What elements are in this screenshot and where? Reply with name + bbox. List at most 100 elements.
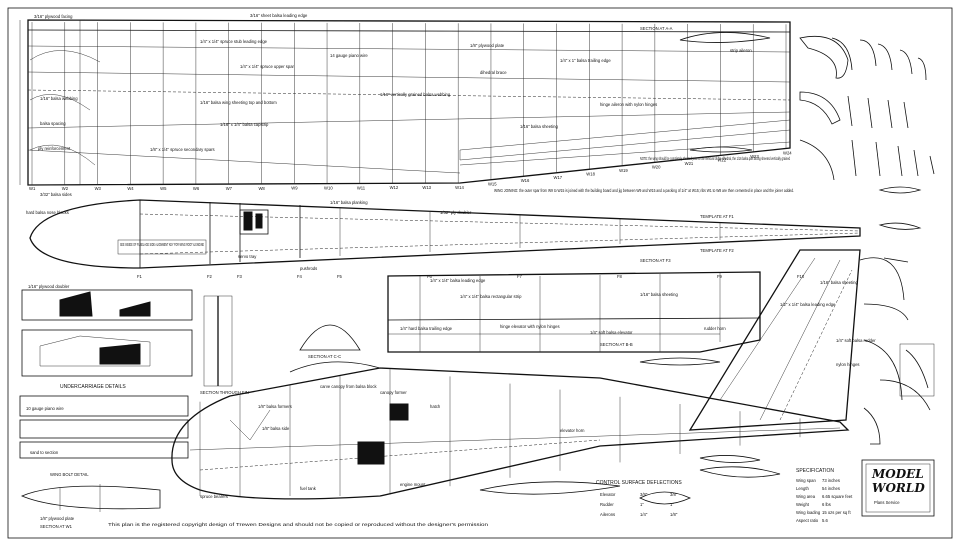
logo-line1: MODEL — [871, 467, 924, 481]
wing-rib-label: W15 — [488, 182, 497, 187]
former-label: F3 — [237, 274, 243, 279]
label-wing-bolt: WING BOLT DETAIL — [50, 472, 89, 477]
airfoil-section-small — [689, 146, 753, 153]
spec-row-1-key: Length — [796, 486, 809, 491]
plan-border — [7, 7, 953, 539]
label-planking: 1/16" balsa planking — [330, 200, 368, 205]
fuselage-side-view: 1/8" balsa formers 1/8" balsa side hatch… — [171, 361, 850, 500]
spec-title: SPECIFICATION — [796, 468, 834, 474]
left-details: 1/16" plywood doubler UNDERCARRIAGE DETA… — [19, 284, 361, 529]
deflection-row-0-up: 3/8" — [640, 492, 648, 497]
deflection-row-2-up: 1/4" — [640, 512, 648, 517]
deflection-row-2-surface: Ailerons — [600, 512, 615, 517]
label-section-fin: SECTION THROUGH FIN — [200, 390, 249, 395]
label-template-fus: TEMPLATE AT F1 — [700, 214, 734, 219]
label-spruce-bearers: spruce bearers — [200, 494, 228, 499]
former-label: F7 — [517, 274, 523, 279]
copyright-line: This plan is the registered copyright de… — [108, 522, 489, 527]
label-ply-plate: 1/8" plywood plate — [40, 516, 75, 521]
wing-rib-label: W20 — [652, 164, 661, 169]
label-plywood-plate: 1/8" plywood plate — [470, 43, 505, 48]
label-ply-reinforcement: ply reinforcement — [38, 146, 71, 151]
deflection-title: CONTROL SURFACE DEFLECTIONS — [596, 480, 682, 486]
label-sheet-leading-edge: 3/16" sheet balsa leading edge — [250, 13, 308, 18]
label-tail-sheeting: 1/16" balsa sheeting — [640, 292, 678, 297]
label-vertical-webbing: 1/16" vertically grained balsa webbing — [380, 92, 451, 97]
label-secondary-spars: 1/8" x 1/4" spruce secondary spars — [150, 147, 215, 152]
label-canopy-note: carve canopy from balsa block — [320, 384, 377, 389]
label-canopy: canopy former — [380, 390, 407, 395]
templates-column: TEMPLATE AT F1 TEMPLATE AT F2 SECTION AT… — [640, 35, 935, 445]
former-label: F6 — [427, 274, 433, 279]
fuselage-side-formers — [199, 369, 801, 496]
label-upper-spar: 1/4" x 1/4" spruce upper spar — [240, 64, 295, 69]
label-plywood-doubler: 1/16" plywood doubler — [28, 284, 70, 289]
label-hinge-elevator: hinge elevator with nylon hinges — [500, 324, 560, 329]
former-label: F8 — [617, 274, 623, 279]
wing-rib-label: W24 — [783, 150, 792, 155]
spec-row-5-key: Aspect ratio — [796, 518, 819, 523]
wing-rib-label: W10 — [324, 186, 333, 191]
model-world-logo: MODEL WORLD Plans Service — [861, 459, 935, 517]
former-label: F4 — [297, 274, 303, 279]
spec-row-2-val: 6.65 square feet — [822, 494, 853, 499]
spec-row-1-val: 54 inches — [822, 486, 840, 491]
label-section-f3: SECTION AT F3 — [640, 258, 671, 263]
wing-rib-label: W22 — [717, 157, 726, 162]
former-label: F1 — [137, 274, 143, 279]
logo-sub: Plans Service — [874, 500, 900, 505]
airfoil-section — [679, 32, 771, 43]
fuel-tank-block — [357, 441, 385, 465]
label-servo-tray: servo tray — [238, 254, 257, 259]
deflection-row-2-down: 1/8" — [670, 512, 678, 517]
label-uc-details: UNDERCARRIAGE DETAILS — [60, 384, 126, 390]
label-wing-joining: WING JOINING: the outer spar from W9 to … — [494, 188, 794, 193]
wing-rib-label: W4 — [127, 186, 134, 191]
wing-rib-label: W6 — [193, 186, 200, 191]
label-formers: 1/8" balsa formers — [258, 404, 292, 409]
label-webbing: 1/16" balsa webbing — [40, 96, 78, 101]
label-spruce-stub-le: 1/4" x 1/4" spruce stub leading edge — [200, 39, 268, 44]
label-section-c-c: SECTION AT C-C — [308, 354, 341, 359]
deflection-row-0-down: 3/8" — [670, 492, 678, 497]
wing-rib-label: W2 — [62, 186, 69, 191]
label-rect-strip: 1/4" x 1/4" balsa rectangular strip — [460, 294, 522, 299]
fuselage-top-view: SEE INSIDE OF FUSELAGE SIDE ALIGNMENT KE… — [26, 192, 861, 279]
wing-rib-label: W17 — [554, 175, 563, 180]
label-elevator-horn: elevator horn — [560, 428, 585, 433]
bottom-center — [479, 455, 781, 505]
spec-row-2-key: Wing area — [796, 494, 816, 499]
label-pushrods: pushrods — [300, 266, 317, 271]
wing-ribs — [31, 22, 787, 185]
label-spacing: balsa spacing — [40, 121, 66, 126]
wing-rib-label: W21 — [685, 161, 694, 166]
spec-row-3-key: Weight — [796, 502, 810, 507]
logo-line2: WORLD — [872, 481, 925, 495]
label-plywood-facing: 3/16" plywood facing — [34, 14, 73, 19]
label-template-f2: TEMPLATE AT F2 — [700, 248, 734, 253]
wing-rib-label: W3 — [95, 186, 102, 191]
spec-row-0-key: Wing span — [796, 478, 816, 483]
label-elevator: 1/4" soft balsa elevator — [590, 330, 633, 335]
former-label: F5 — [337, 274, 343, 279]
wing-rib-label: W7 — [226, 186, 233, 191]
label-note-wing: NOTE: the wing should be completely shee… — [640, 156, 790, 161]
spec-row-3-val: 6 lbs — [822, 502, 831, 507]
wing-rib-label: W16 — [521, 178, 530, 183]
wing-rib-label: W1 — [29, 186, 36, 191]
spec-row-4-val: 15 ozs per sq ft — [822, 510, 851, 515]
label-nylon-hinges: nylon hinges — [836, 362, 860, 367]
wing-rib-label: W13 — [422, 185, 431, 190]
label-rudder-horn: rudder horn — [704, 326, 726, 331]
label-section-w1: SECTION AT W1 — [40, 524, 73, 529]
label-fuel-tank: fuel tank — [300, 486, 317, 491]
label-wing-sheeting: 1/16" balsa wing sheeting top and bottom — [200, 100, 277, 105]
label-side-detail: 1/8" balsa side — [262, 426, 290, 431]
spec-row-0-val: 73 inches — [822, 478, 840, 483]
wing-rib-label: W14 — [455, 185, 464, 190]
deflection-row-1-surface: Rudder — [600, 502, 614, 507]
